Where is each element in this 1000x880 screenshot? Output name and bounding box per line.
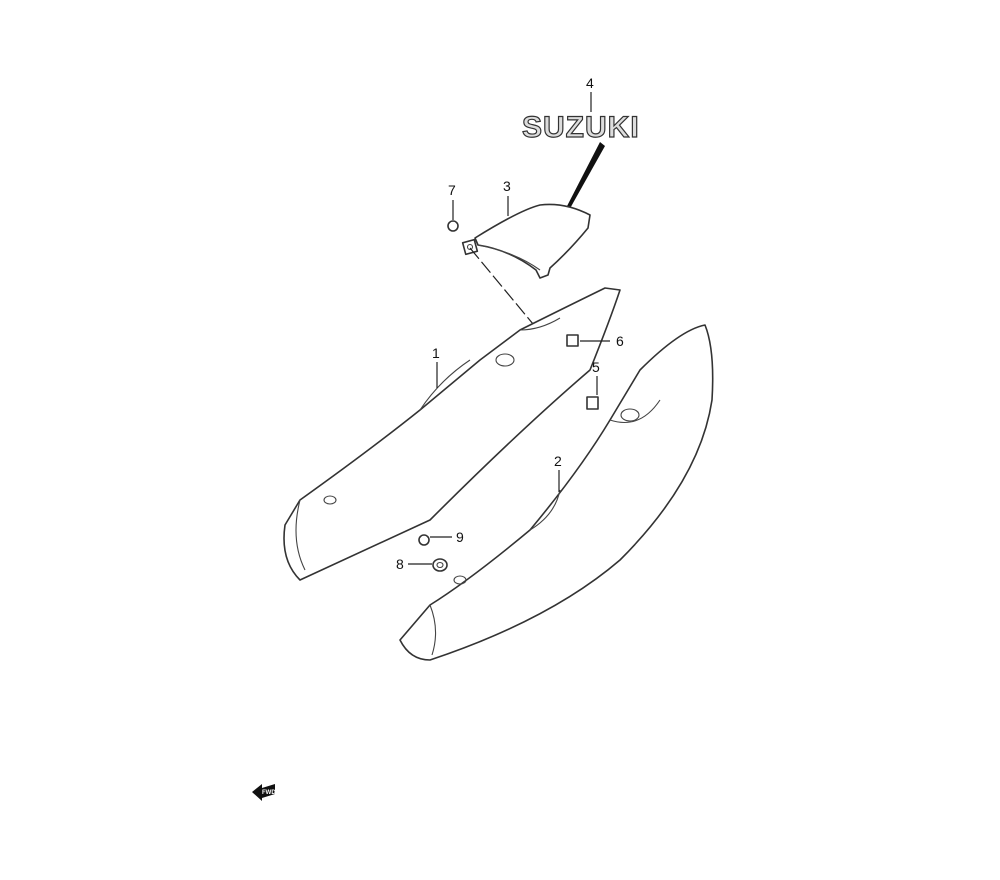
part-2-right-frame-cover: [399, 324, 714, 661]
part-label-1: 1: [432, 345, 440, 361]
suzuki-emblem: SUZUKI: [522, 111, 640, 144]
part-8-washer: [432, 558, 448, 572]
part-3-tail-cover: [461, 203, 591, 279]
part-1-left-frame-cover: [283, 287, 621, 581]
part-label-6: 6: [616, 333, 624, 349]
emblem-pointer: [565, 142, 605, 212]
part-label-9: 9: [456, 529, 464, 545]
part-label-5: 5: [592, 359, 600, 375]
svg-text:FWD: FWD: [262, 790, 276, 796]
forward-arrow-icon: FWD: [252, 784, 276, 801]
part-5-clip: [586, 396, 599, 410]
part-label-3: 3: [503, 178, 511, 194]
part-label-2: 2: [554, 453, 562, 469]
part-label-4: 4: [586, 75, 594, 91]
part-6-clip: [566, 334, 579, 347]
part-label-7: 7: [448, 182, 456, 198]
part-label-8: 8: [396, 556, 404, 572]
part-7-screw: [447, 220, 459, 232]
part-9-screw: [418, 534, 430, 546]
